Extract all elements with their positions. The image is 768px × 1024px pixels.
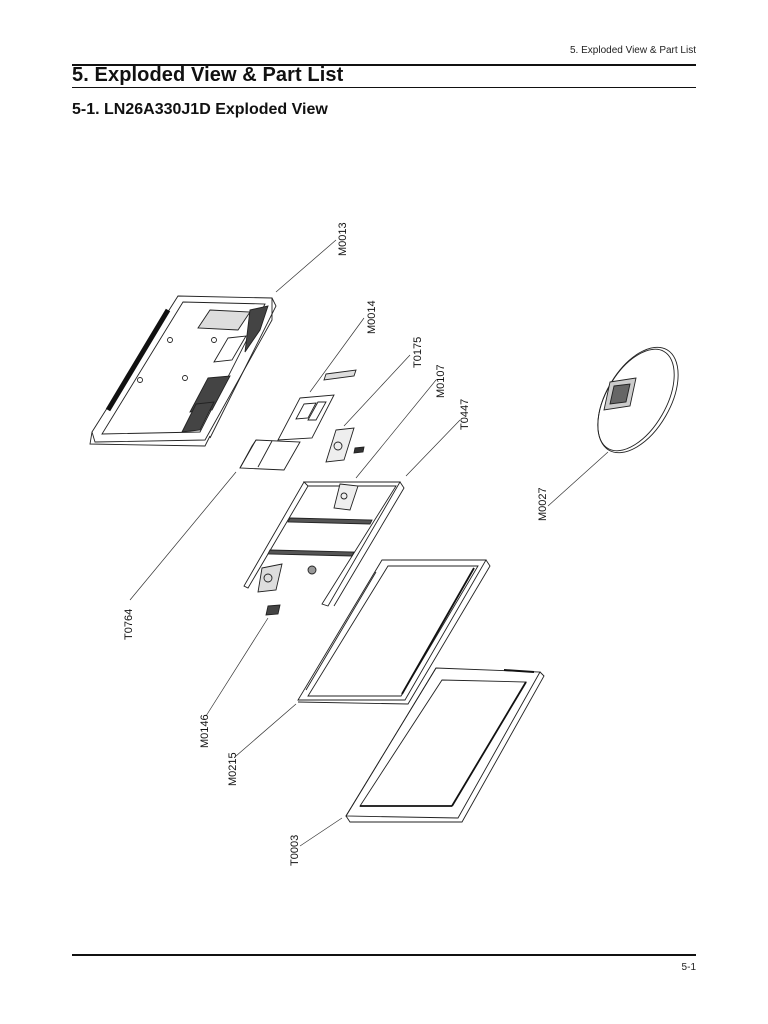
board-bracket-part [277,394,335,441]
part-label-t0447: T0447 [459,399,471,430]
part-label-t0175: T0175 [412,337,424,368]
running-header: 5. Exploded View & Part List [570,45,696,56]
rear-cover-part [89,295,277,447]
footer-rule [72,954,696,956]
part-labels: M0013 M0014 T0175 M0107 T0447 M0027 T076… [123,222,549,866]
part-label-t0764: T0764 [123,609,135,640]
part-label-m0014: M0014 [366,300,378,334]
front-bezel-part [345,667,545,823]
panel-part [297,559,491,705]
stand-part [597,346,679,454]
part-label-t0003: T0003 [289,835,301,866]
part-label-m0146: M0146 [199,714,211,748]
chassis-frame-part [243,481,405,607]
section-title: 5-1. LN26A330J1D Exploded View [72,101,328,118]
chapter-rule [72,87,696,88]
part-label-m0027: M0027 [537,487,549,521]
header-rule [72,64,696,66]
part-label-m0215: M0215 [227,752,239,786]
page-number: 5-1 [681,962,696,973]
shield-cover-part [239,439,301,471]
part-label-m0013: M0013 [337,222,349,256]
chapter-title: 5. Exploded View & Part List [72,64,344,86]
part-label-m0107: M0107 [435,364,447,398]
